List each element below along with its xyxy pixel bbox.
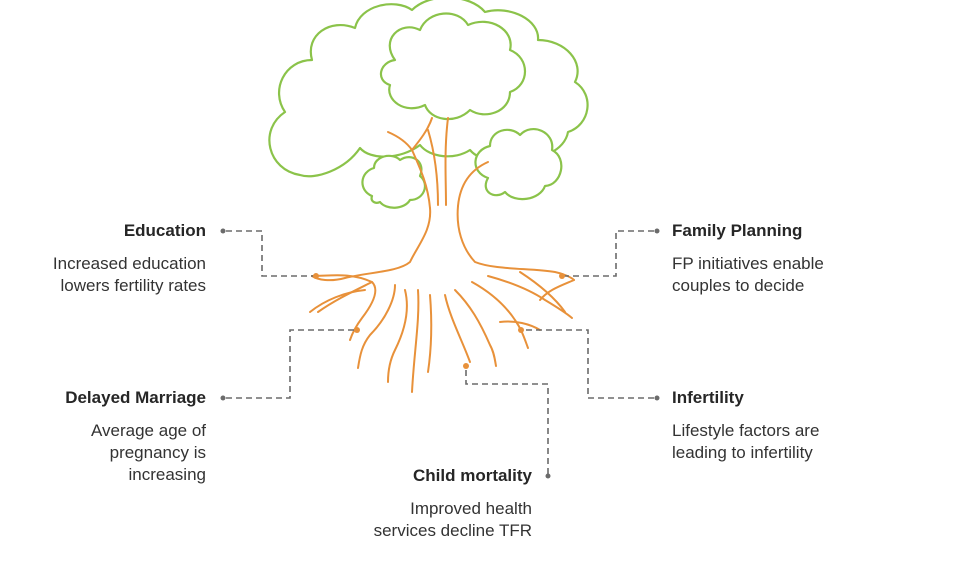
factor-infertility: Infertility Lifestyle factors are leadin…: [672, 387, 852, 464]
factor-title: Infertility: [672, 388, 744, 407]
factor-delayed-marriage: Delayed Marriage Average age of pregnanc…: [20, 387, 206, 486]
connector-infertility: [522, 329, 654, 399]
factor-description: Improved health services decline TFR: [373, 499, 532, 540]
connector-delayed-marriage: [226, 329, 356, 399]
connector-education: [226, 230, 316, 277]
factor-child-mortality: Child mortality Improved health services…: [352, 465, 532, 542]
factor-description: Lifestyle factors are leading to inferti…: [672, 421, 820, 462]
connector-child-mortality: [465, 366, 549, 474]
factor-description: Increased education lowers fertility rat…: [52, 254, 206, 295]
factor-family-planning: Family Planning FP initiatives enable co…: [672, 220, 862, 297]
factor-title: Family Planning: [672, 221, 803, 240]
factor-title: Delayed Marriage: [65, 388, 206, 407]
root-endpoints: [313, 273, 565, 369]
factor-title: Education: [123, 221, 206, 240]
factor-education: Education Increased education lowers fer…: [20, 220, 206, 297]
connector-lines: [226, 230, 654, 474]
factor-description: FP initiatives enable couples to decide: [672, 254, 824, 295]
tree-canopy-icon: [268, 0, 589, 209]
factor-title: Child mortality: [412, 466, 532, 485]
factor-description: Average age of pregnancy is increasing: [91, 421, 206, 484]
connector-endpoints: [220, 228, 660, 479]
connector-family-planning: [562, 230, 654, 277]
